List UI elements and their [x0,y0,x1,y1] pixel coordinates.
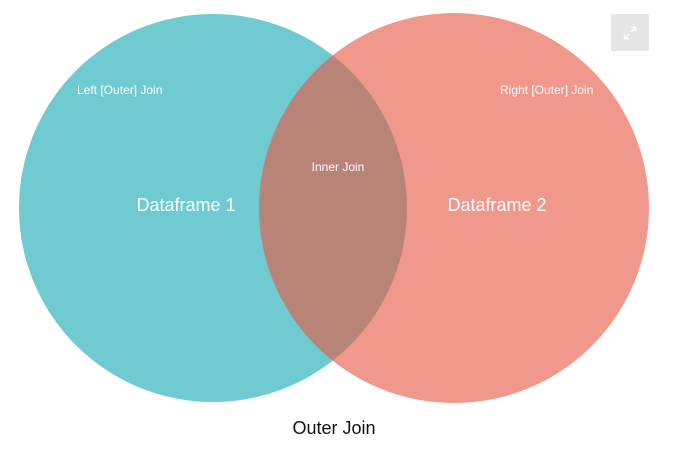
inner-join-label: Inner Join [312,160,365,174]
inner-join-region [259,14,407,402]
expand-icon [623,26,637,39]
expand-button[interactable] [611,14,649,51]
left-outer-join-label: Left [Outer] Join [77,83,162,97]
dataframe-2-label: Dataframe 2 [447,195,546,215]
diagram-caption: Outer Join [292,418,376,438]
right-outer-join-label: Right [Outer] Join [500,83,593,97]
dataframe-1-label: Dataframe 1 [136,195,235,215]
